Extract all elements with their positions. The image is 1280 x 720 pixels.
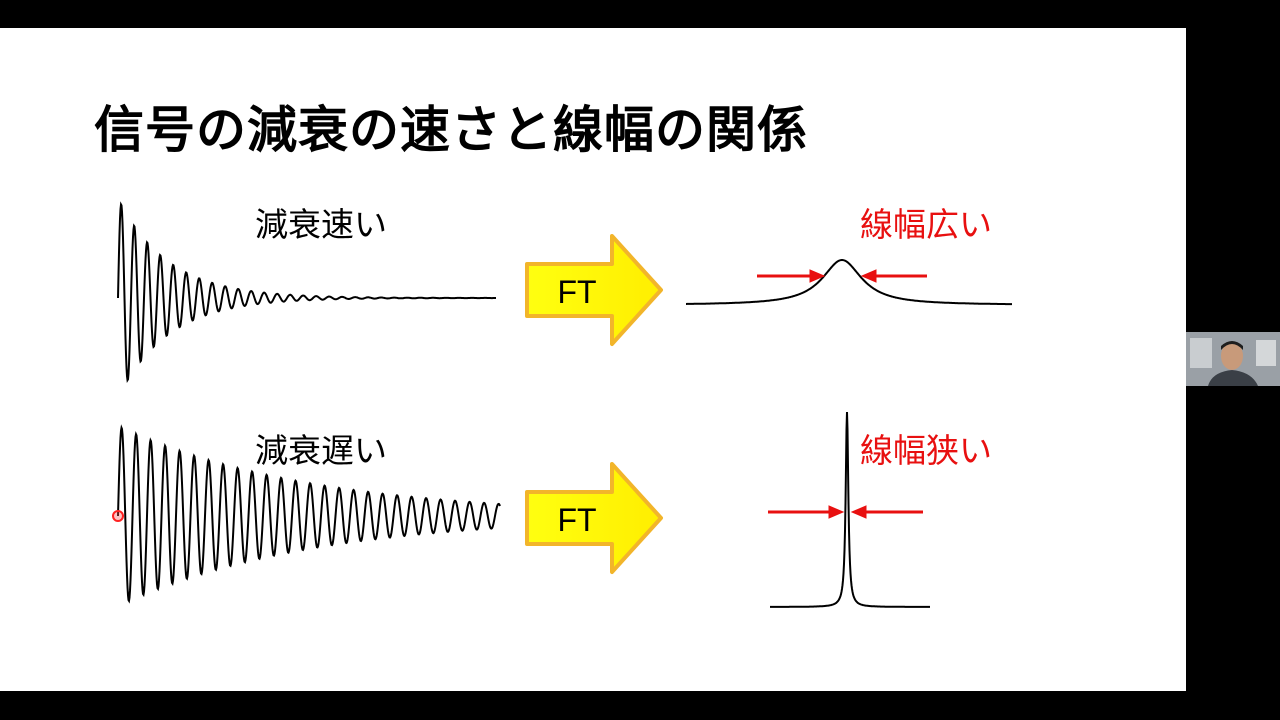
presentation-slide: 信号の減衰の速さと線幅の関係 [0,28,1186,691]
ft-label-top: FT [557,274,597,310]
linewidth-narrow-label: 線幅狭い [860,431,992,470]
ft-arrow-icon-bottom [525,462,663,574]
pointer-cursor-icon [112,510,124,522]
ft-label-bottom: FT [557,502,597,538]
slow-decay-signal [117,424,501,604]
fast-decay-signal [117,201,496,384]
slide-figures [117,201,1012,608]
linewidth-arrows-icon-top [757,269,927,283]
narrow-peak-spectrum [770,411,930,608]
decay-slow-label: 減衰遅い [255,431,387,470]
webcam-overlay [1186,332,1280,386]
decay-fast-label: 減衰速い [255,205,387,244]
ft-arrow-icon-top [525,234,663,346]
linewidth-arrows-icon-bottom [768,505,923,519]
linewidth-broad-label: 線幅広い [860,205,992,244]
broad-peak-spectrum [686,259,1012,306]
presenter-avatar [1186,332,1280,386]
slide-title: 信号の減衰の速さと線幅の関係 [94,101,808,159]
